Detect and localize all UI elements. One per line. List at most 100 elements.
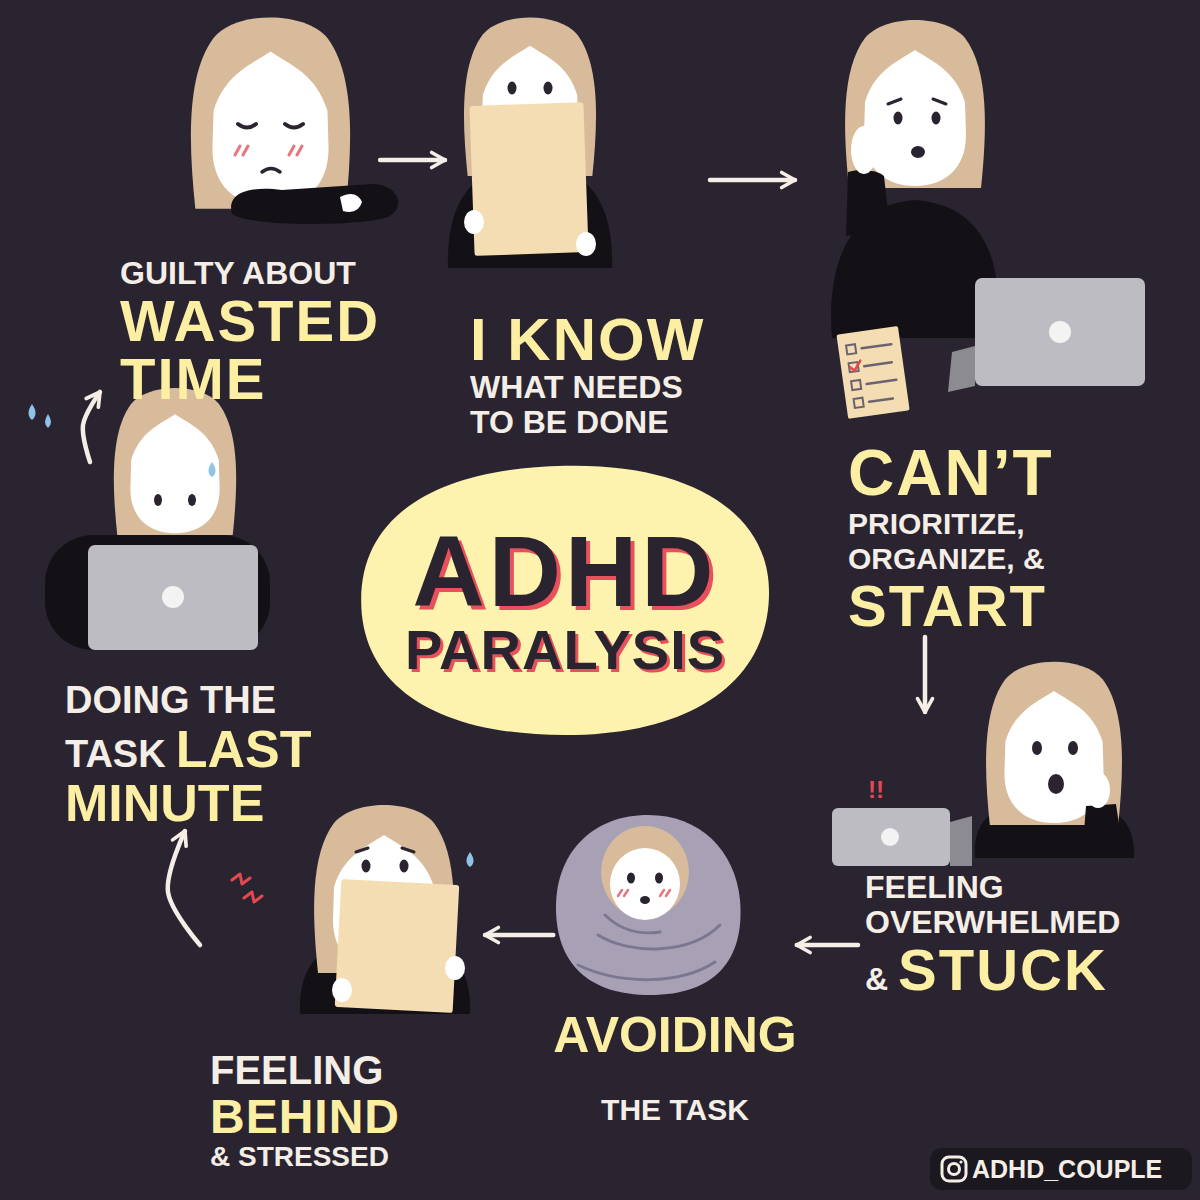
checklist-boxes xyxy=(846,344,864,408)
paper xyxy=(469,102,588,256)
keyboard xyxy=(948,346,975,392)
last-minute-figure xyxy=(29,388,271,650)
arm xyxy=(231,184,398,224)
emphasis-text: START xyxy=(848,576,1058,637)
laptop-logo xyxy=(1049,321,1071,343)
behind-figure xyxy=(232,805,474,1014)
step-text: GUILTY ABOUT xyxy=(120,255,380,292)
step-text: PRIORITIZE, ORGANIZE, & xyxy=(848,507,1058,576)
sleeve xyxy=(846,170,890,236)
eye xyxy=(188,494,196,506)
cycle-step: DOING THE TASKLAST MINUTE xyxy=(55,462,325,831)
eye xyxy=(1032,741,1042,755)
eye xyxy=(932,112,941,125)
head xyxy=(986,662,1122,825)
sleeve xyxy=(1082,804,1124,858)
step-text: WHAT NEEDS TO BE DONE xyxy=(470,370,710,440)
sweat-drop xyxy=(29,404,36,420)
paper xyxy=(335,879,460,1013)
badge-ground xyxy=(930,1148,1192,1190)
cycle-step: I KNOWWHAT NEEDS TO BE DONE xyxy=(445,10,710,440)
hand xyxy=(851,126,877,174)
title-text: ADHD xyxy=(405,521,725,621)
mouth xyxy=(1048,774,1064,794)
brows xyxy=(356,848,414,852)
cycle-step: CAN’TPRIORITIZE, ORGANIZE, &START xyxy=(795,10,1058,637)
step-text: THE TASK xyxy=(553,1093,797,1126)
hand xyxy=(445,956,465,980)
arms xyxy=(45,535,270,650)
mouth xyxy=(911,146,925,158)
eye xyxy=(627,873,635,884)
laptop-logo xyxy=(162,586,184,608)
mouth xyxy=(262,169,280,173)
head xyxy=(845,20,985,188)
eye xyxy=(894,112,903,125)
instagram-dot xyxy=(959,1160,962,1163)
blanket xyxy=(556,815,741,995)
hand xyxy=(340,194,362,212)
step-text: FEELING xyxy=(210,1048,485,1092)
watermark: ADHD_COUPLE xyxy=(972,1154,1162,1184)
eyes xyxy=(238,124,303,128)
title-text: PARALYSIS xyxy=(405,621,725,680)
blanket-folds xyxy=(578,915,720,980)
keyboard xyxy=(950,816,972,866)
head xyxy=(191,17,350,208)
blush xyxy=(235,146,302,155)
overwhelmed-figure xyxy=(832,662,1134,866)
eye xyxy=(544,82,553,95)
head xyxy=(114,388,236,535)
instagram-lens xyxy=(949,1164,960,1175)
eye xyxy=(1068,741,1078,755)
cycle-arrow xyxy=(923,637,928,712)
cycle-step: AVOIDING THE TASK xyxy=(553,800,797,1126)
brows xyxy=(888,99,946,104)
cycle-arrow xyxy=(710,178,795,183)
face xyxy=(610,848,680,920)
eye xyxy=(655,873,663,884)
laptop xyxy=(832,808,950,866)
cycle-step: FEELINGBEHIND& STRESSED xyxy=(200,800,485,1173)
hand xyxy=(576,232,596,256)
cycle-arrow xyxy=(168,831,200,945)
check-mark xyxy=(849,361,861,371)
laptop xyxy=(975,278,1145,386)
mouth xyxy=(640,896,650,904)
hand xyxy=(464,210,484,234)
cycle-step: FEELING OVERWHELMED &STUCK xyxy=(858,712,1130,1001)
sweat-drop xyxy=(45,414,51,428)
sweat-drop xyxy=(209,462,216,477)
hand xyxy=(332,978,352,1002)
emphasis-text: BEHIND xyxy=(210,1092,485,1142)
know-figure xyxy=(448,17,612,268)
step-text: & STRESSED xyxy=(210,1142,485,1173)
blanket-figure xyxy=(556,815,741,995)
watermark-badge xyxy=(930,1148,1192,1190)
cycle-arrow xyxy=(797,943,858,948)
cycle-step: GUILTY ABOUTWASTED TIME xyxy=(100,10,380,408)
checklist-paper xyxy=(836,326,909,419)
emphasis-text: I KNOW xyxy=(470,310,710,370)
cycle-arrow xyxy=(83,392,100,462)
exclamation-mark: !! xyxy=(868,776,884,805)
checklist-lines xyxy=(862,344,899,402)
sweat-drop xyxy=(467,852,474,867)
checklist xyxy=(836,326,909,419)
guilty-figure xyxy=(191,17,398,224)
instagram-icon xyxy=(942,1157,966,1181)
center-blob: ADHDPARALYSIS xyxy=(357,463,773,738)
laptop xyxy=(88,545,258,650)
emphasis-text: AVOIDING xyxy=(553,1008,797,1063)
emphasis-text: STUCK xyxy=(898,937,1108,1002)
blush xyxy=(618,890,670,896)
eye xyxy=(508,82,517,95)
eye xyxy=(154,494,162,506)
laptop-logo xyxy=(881,828,899,846)
cant-figure xyxy=(831,20,1145,419)
eye xyxy=(400,860,409,873)
cycle-arrow xyxy=(485,933,553,938)
cycle-arrow xyxy=(380,158,445,163)
